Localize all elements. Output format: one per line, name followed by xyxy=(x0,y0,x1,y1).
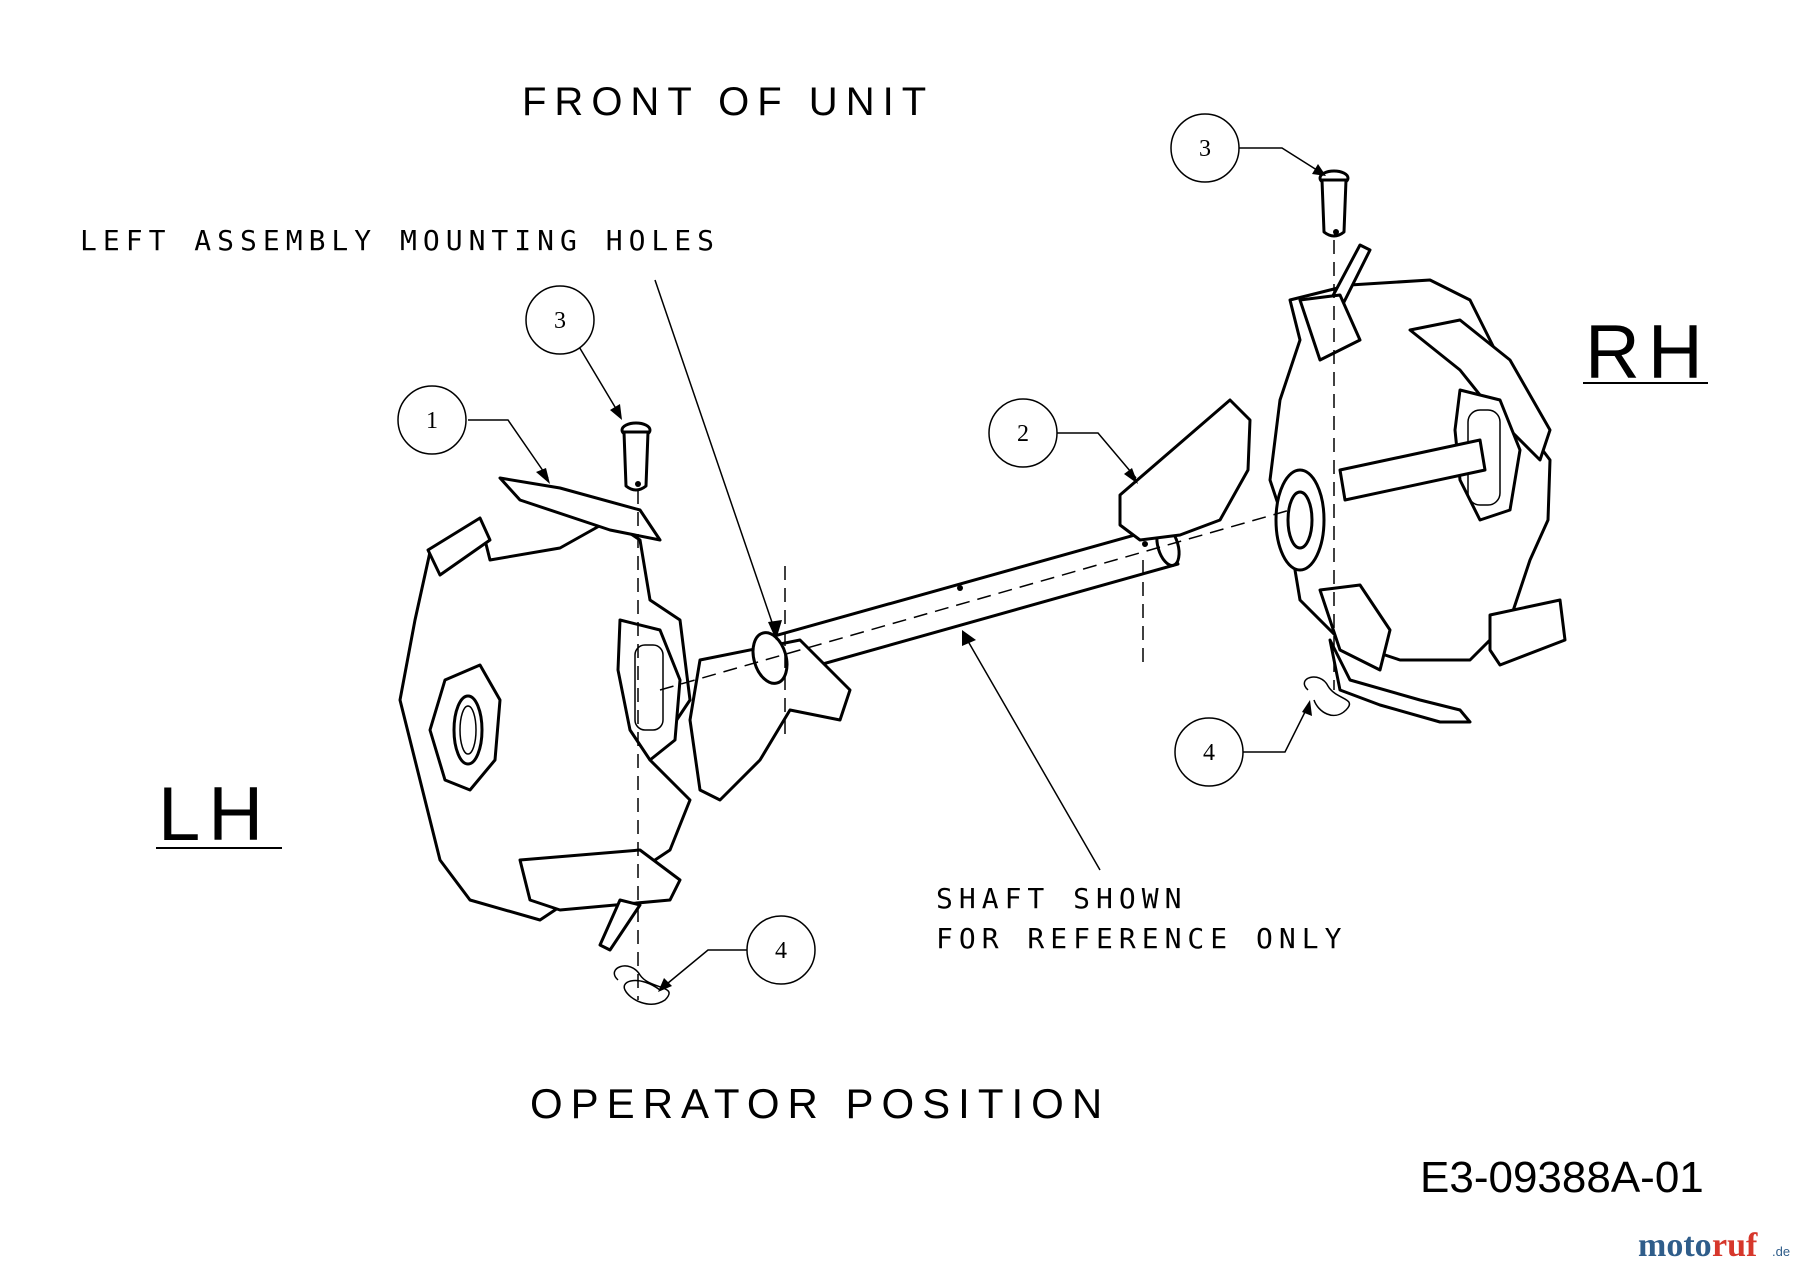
clevis-pin-right xyxy=(1318,169,1350,238)
rh-tine-assembly xyxy=(1118,243,1567,724)
callout-4-left: 4 xyxy=(746,915,816,985)
hairpin-clip-left xyxy=(613,965,670,1005)
svg-text:1: 1 xyxy=(426,408,438,434)
callout-4-right: 4 xyxy=(1174,717,1244,787)
shaft-note-line2: FOR REFERENCE ONLY xyxy=(936,922,1347,955)
svg-text:.de: .de xyxy=(1772,1244,1790,1259)
mounting-holes-label: LEFT ASSEMBLY MOUNTING HOLES xyxy=(80,224,720,257)
svg-text:LH: LH xyxy=(158,772,271,857)
svg-text:ruf: ruf xyxy=(1712,1227,1758,1264)
leader-lines xyxy=(468,147,1326,992)
callout-3-left: 3 xyxy=(525,285,595,355)
svg-text:4: 4 xyxy=(775,938,787,964)
svg-text:moto: moto xyxy=(1638,1227,1712,1264)
svg-text:4: 4 xyxy=(1203,740,1215,766)
rh-label: RH xyxy=(1583,310,1711,395)
hairpin-clip-right xyxy=(1303,676,1351,717)
lh-label: LH xyxy=(156,772,282,857)
svg-text:2: 2 xyxy=(1017,421,1029,447)
watermark-logo: moto ruf .de xyxy=(1638,1227,1790,1264)
clevis-pin-left xyxy=(620,421,652,492)
operator-position-label: OPERATOR POSITION xyxy=(530,1080,1110,1127)
shaft-note-line1: SHAFT SHOWN xyxy=(936,882,1187,915)
callout-3-right: 3 xyxy=(1170,113,1240,183)
callout-2: 2 xyxy=(988,398,1058,468)
lh-tine-assembly xyxy=(398,476,852,952)
svg-text:3: 3 xyxy=(554,308,566,334)
front-of-unit-label: FRONT OF UNIT xyxy=(522,80,934,124)
svg-text:RH: RH xyxy=(1585,310,1711,395)
callout-1: 1 xyxy=(397,385,467,455)
drawing-number: E3-09388A-01 xyxy=(1420,1153,1704,1202)
svg-text:3: 3 xyxy=(1199,136,1211,162)
alignment-lines xyxy=(637,240,1335,1000)
